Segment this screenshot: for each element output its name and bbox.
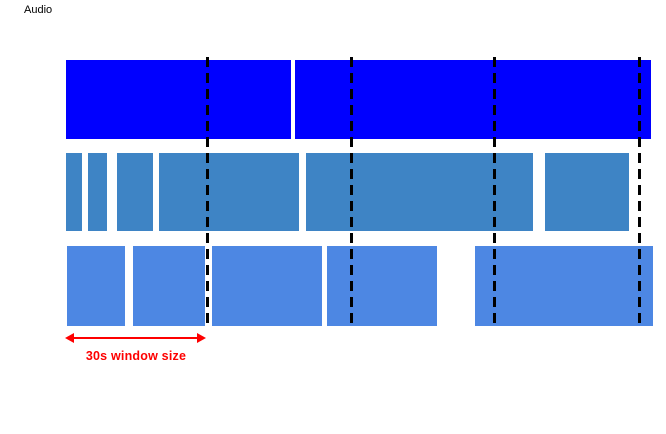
timeline-segment-row-3-merged-segments xyxy=(212,246,322,326)
timeline-segment-row-2-small-segments xyxy=(66,153,82,231)
arrow-line xyxy=(72,336,199,340)
timeline-segment-row-2-small-segments xyxy=(88,153,107,231)
timeline-segment-row-2-small-segments xyxy=(117,153,153,231)
window-boundary-line xyxy=(206,57,209,327)
timeline-segment-row-3-merged-segments xyxy=(133,246,205,326)
figure-top-left-label: Audio xyxy=(24,4,53,16)
arrow-right-head-icon xyxy=(197,333,206,343)
window-boundary-line xyxy=(493,57,496,327)
timeline-segment-row-2-small-segments xyxy=(159,153,299,231)
timeline-segment-row-2-small-segments xyxy=(545,153,629,231)
timeline-segment-row-3-merged-segments xyxy=(67,246,125,326)
window-size-label: 30s window size xyxy=(85,349,187,363)
timeline-segment-row-1-large-windows xyxy=(295,60,651,139)
timeline-segment-row-2-small-segments xyxy=(306,153,533,231)
window-boundary-line xyxy=(638,57,641,327)
timeline-segment-row-1-large-windows xyxy=(66,60,291,139)
arrow-left-head-icon xyxy=(65,333,74,343)
window-boundary-line xyxy=(350,57,353,327)
timeline-segment-row-3-merged-segments xyxy=(475,246,653,326)
timeline-segment-row-3-merged-segments xyxy=(327,246,437,326)
